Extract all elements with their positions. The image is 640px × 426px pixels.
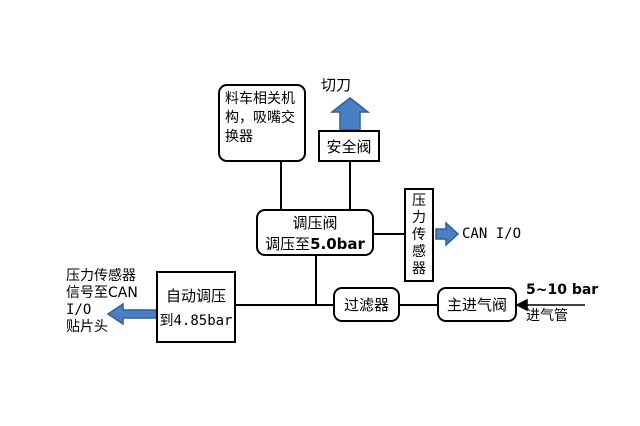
- regulator-valve-box: 调压阀 调压至5.0bar: [256, 209, 374, 256]
- pressure-sensor-char-5: 器: [412, 260, 426, 277]
- signal-note-line-3: I/O: [66, 302, 92, 318]
- cutter-arrow: [329, 97, 371, 131]
- pressure-sensor-char-4: 感: [412, 243, 426, 260]
- regulator-valve-line-2-prefix: 调压至: [265, 234, 311, 253]
- signal-note-line-1: 压力传感器: [66, 268, 136, 284]
- signal-note: 压力传感器 信号至CAN I/O 贴片头: [66, 268, 138, 336]
- inlet-pipe-label: 进气管: [526, 308, 568, 324]
- signal-note-line-4: 贴片头: [66, 319, 108, 335]
- pressure-sensor-char-1: 压: [412, 192, 426, 209]
- inlet-arrowhead: [515, 298, 528, 312]
- main-inlet-valve-box: 主进气阀: [437, 287, 517, 322]
- pressure-sensor-char-3: 传: [412, 226, 426, 243]
- feed-mechanism-box: 料车相关机 构，吸嘴交 换器: [218, 84, 306, 162]
- pressure-sensor-char-2: 力: [412, 209, 426, 226]
- feed-mechanism-line-1: 料车相关机: [225, 91, 295, 107]
- filter-box: 过滤器: [333, 287, 400, 322]
- auto-regulator-line-1: 自动调压: [165, 286, 226, 305]
- inlet-pressure-label: 5~10 bar: [526, 282, 599, 298]
- auto-regulator-box: 自动调压 到4.85bar: [156, 271, 236, 343]
- safety-valve-box: 安全阀: [318, 130, 380, 162]
- cutter-label: 切刀: [321, 76, 352, 94]
- main-inlet-valve-label: 主进气阀: [446, 296, 507, 314]
- filter-label: 过滤器: [343, 296, 389, 314]
- pressure-sensor-box: 压 力 传 感 器: [404, 188, 434, 282]
- can-io-label: CAN I/O: [462, 226, 522, 242]
- regulator-valve-line-1: 调压阀: [292, 213, 338, 232]
- signal-arrow: [106, 302, 157, 326]
- regulator-valve-pressure: 5.0bar: [310, 234, 365, 253]
- feed-mechanism-line-2: 构，吸嘴交: [225, 110, 295, 126]
- can-io-arrow: [435, 221, 460, 247]
- signal-note-line-2: 信号至CAN: [66, 285, 138, 301]
- safety-valve-label: 安全阀: [326, 137, 372, 156]
- auto-regulator-line-2: 到4.85bar: [159, 312, 233, 329]
- feed-mechanism-line-3: 换器: [225, 129, 253, 145]
